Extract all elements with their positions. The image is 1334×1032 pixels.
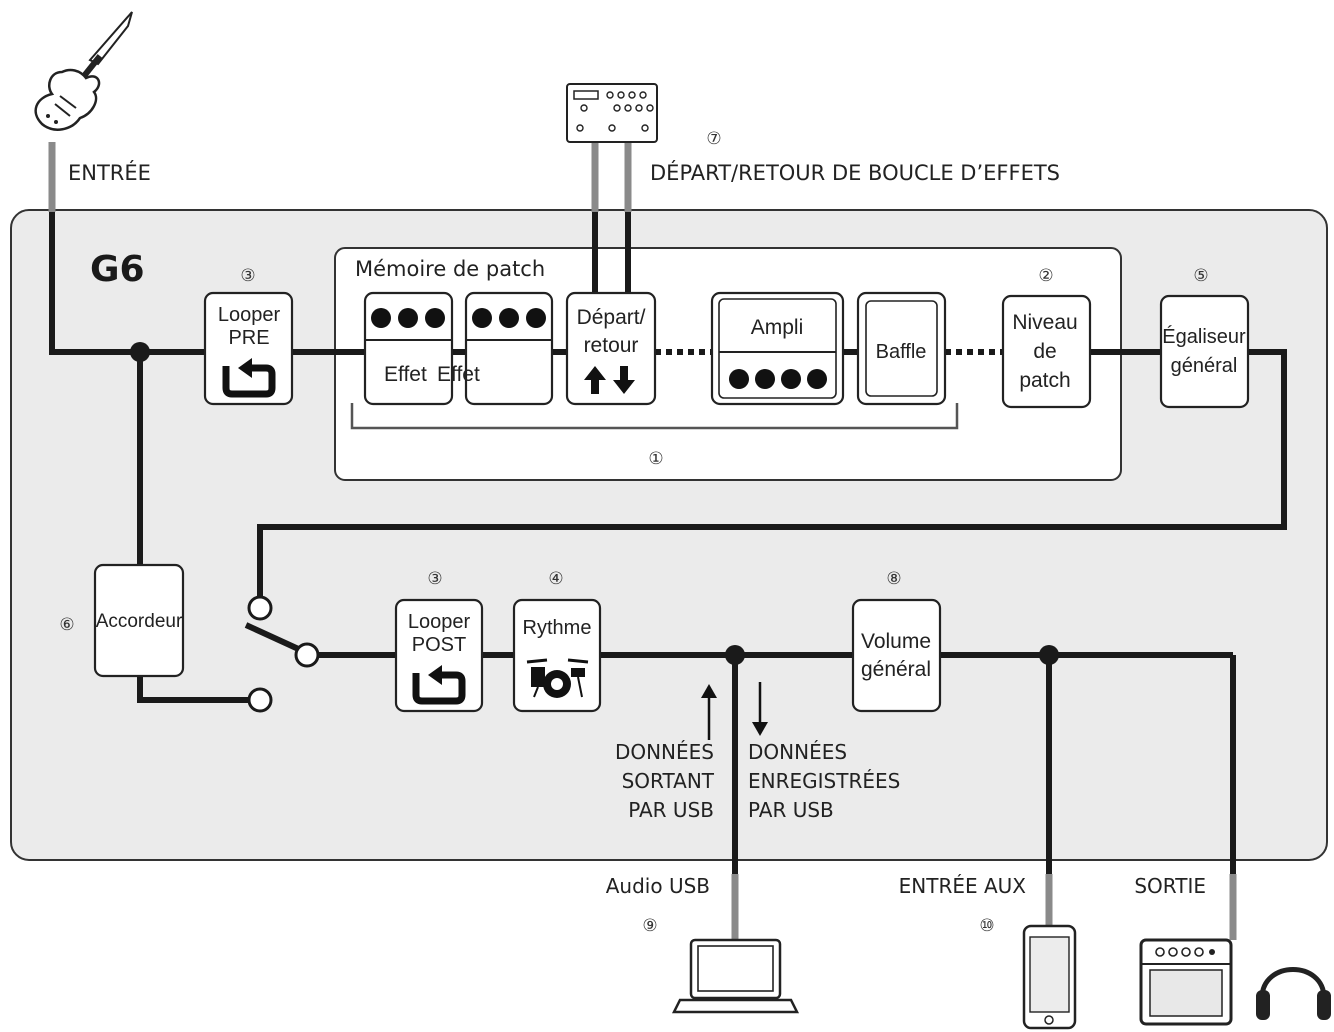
aux-in-label: ENTRÉE AUX [899, 874, 1027, 898]
usb-out-label-1: DONNÉES [615, 740, 714, 764]
patch-level-block: Niveau de patch [1001, 294, 1092, 409]
usb-in-label-3: PAR USB [748, 798, 834, 822]
usb-out-label-3: PAR USB [628, 798, 714, 822]
junction-aux [1039, 645, 1059, 665]
looper-post-block: Looper POST [394, 598, 484, 713]
tuner-block: Accordeur [93, 563, 185, 678]
looper-post-label-2: POST [412, 634, 466, 656]
global-eq-label-2: général [1171, 355, 1238, 377]
master-label-2: général [861, 658, 931, 681]
usb-audio-label: Audio USB [606, 874, 710, 898]
usb-in-arrow-icon [752, 682, 768, 736]
send-return-label-2: retour [584, 334, 639, 357]
headphones-icon [1256, 967, 1331, 1020]
cab-block: Baffle [856, 291, 947, 406]
input-label: ENTRÉE [68, 160, 151, 185]
callout-9: ⑨ [642, 916, 657, 936]
switch-contact-bottom [247, 687, 273, 713]
callout-3-pre: ③ [240, 266, 255, 286]
arrow-up-down-icon [584, 366, 635, 394]
junction-tuner [130, 342, 150, 362]
usb-out-label-2: SORTANT [622, 769, 715, 793]
callout-5: ⑤ [1193, 266, 1208, 286]
amp-label: Ampli [751, 316, 804, 339]
device-name: G6 [90, 249, 145, 290]
loop-icon [412, 665, 466, 705]
effects-unit-icon [566, 83, 658, 143]
cab-label: Baffle [876, 341, 927, 363]
looper-pre-label-1: Looper [218, 304, 281, 326]
looper-pre-block: Looper PRE [203, 291, 294, 406]
rhythm-label: Rythme [523, 617, 592, 639]
callout-3-post: ③ [427, 569, 442, 589]
looper-pre-label-2: PRE [228, 327, 269, 349]
master-label-1: Volume [861, 630, 931, 653]
junction-usb [725, 645, 745, 665]
usb-in-label-2: ENREGISTRÉES [748, 769, 900, 793]
loop-icon [222, 358, 276, 398]
switch-contact-common [294, 642, 320, 668]
looper-post-label-1: Looper [408, 611, 471, 633]
callout-6: ⑥ [59, 615, 74, 635]
smartphone-icon [1022, 924, 1077, 1030]
send-return-label-1: Départ/ [577, 306, 646, 329]
rhythm-block: Rythme [512, 598, 602, 713]
effect-block-2 [464, 291, 554, 406]
send-return-block: Départ/ retour [565, 291, 657, 406]
callout-7: ⑦ [706, 129, 721, 149]
fx-loop-label: DÉPART/RETOUR DE BOUCLE D’EFFETS [650, 160, 1060, 185]
callout-8: ⑧ [886, 569, 901, 589]
switch-lever [244, 622, 307, 655]
output-label: SORTIE [1134, 874, 1206, 898]
callout-2: ② [1038, 266, 1053, 286]
wire-eq-return-loop [257, 349, 1287, 598]
guitar-icon [34, 11, 133, 131]
knob-icon [371, 308, 391, 328]
patch-level-label-2: de [1033, 340, 1056, 363]
effect-label-2: Effet [437, 363, 480, 386]
callout-1: ① [648, 449, 663, 469]
patch-level-label-3: patch [1019, 369, 1070, 392]
amp-block: Ampli [710, 291, 845, 406]
effect-label-1: Effet [384, 363, 427, 386]
laptop-icon [671, 938, 800, 1014]
drum-kit-icon [526, 658, 589, 698]
patch-memory-label: Mémoire de patch [355, 257, 545, 281]
global-eq-label-1: Égaliseur [1162, 325, 1246, 348]
wire-tuner-out [137, 676, 250, 703]
callout-10: ⑩ [979, 916, 994, 936]
effects-chain-bracket [350, 403, 959, 430]
callout-4: ④ [548, 569, 563, 589]
patch-level-label-1: Niveau [1012, 311, 1077, 334]
wire-input [49, 212, 205, 355]
usb-out-arrow-icon [701, 684, 717, 740]
effect-block-1 [363, 291, 454, 406]
master-volume-block: Volume général [851, 598, 942, 713]
global-eq-block: Égaliseur général [1159, 294, 1250, 409]
tuner-label: Accordeur [96, 611, 183, 632]
amplifier-icon [1139, 938, 1233, 1026]
switch-contact-top [247, 595, 273, 621]
usb-in-label-1: DONNÉES [748, 740, 847, 764]
